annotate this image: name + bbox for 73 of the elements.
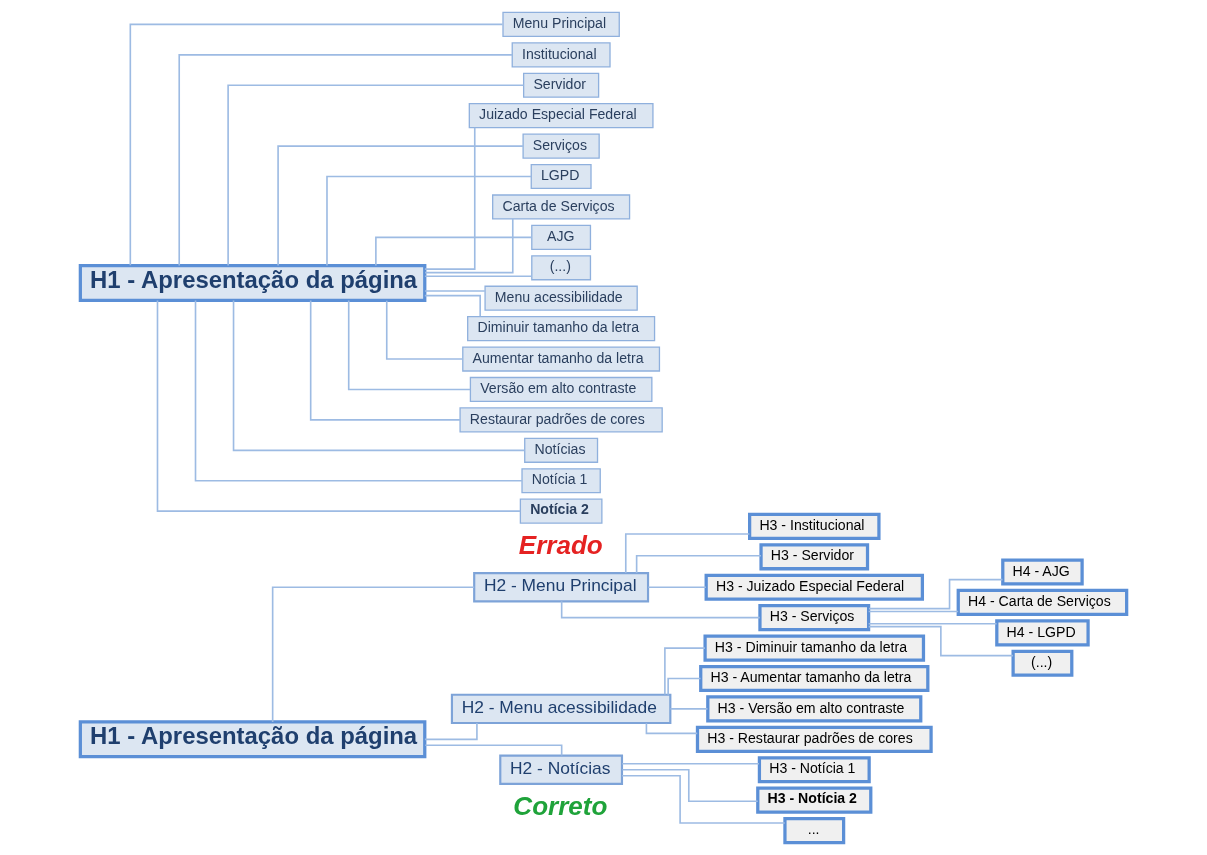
node-box: Servidor (523, 72, 600, 98)
connector (621, 768, 759, 803)
connector (178, 54, 513, 267)
connector (667, 677, 702, 696)
connector (385, 299, 464, 360)
node-box: Juizado Especial Federal (468, 103, 654, 129)
node-box: H4 - Carta de Serviços (956, 588, 1129, 616)
node-box: H2 - Menu acessibilidade (450, 693, 672, 725)
node-box: H3 - Juizado Especial Federal (704, 573, 924, 601)
connector (621, 774, 786, 824)
connector (868, 578, 1004, 610)
connector (156, 299, 521, 512)
node-box: Aumentar tamanho da letra (462, 346, 661, 372)
node-box: H3 - Notícia 2 (756, 786, 873, 814)
connector (309, 299, 461, 421)
connector (424, 126, 476, 270)
node-box: AJG (531, 224, 592, 250)
node-box: (...) (1011, 649, 1074, 677)
connector (647, 586, 707, 589)
node-box: Menu acessibilidade (484, 285, 638, 311)
connector (867, 610, 959, 613)
connector (621, 762, 760, 765)
node-box: (...) (531, 255, 592, 281)
connector (624, 533, 751, 574)
connector (424, 722, 478, 741)
node-box: Notícia 1 (521, 468, 601, 494)
node-box: Serviços (522, 133, 600, 159)
connector (271, 586, 475, 723)
connector (867, 625, 1014, 657)
connector (326, 175, 532, 267)
connector (424, 744, 563, 757)
connector (375, 236, 533, 267)
connector (277, 145, 524, 267)
node-box: H3 - Versão em alto contraste (706, 695, 923, 723)
node-box: Carta de Serviços (492, 194, 631, 220)
node-box: Versão em alto contraste (469, 376, 653, 403)
node-box: H4 - AJG (1001, 558, 1084, 586)
node-box: H4 - LGPD (995, 619, 1090, 647)
connector (424, 275, 533, 277)
connector (645, 722, 699, 735)
label: Errado (518, 529, 603, 560)
connector (867, 623, 998, 625)
connector (669, 708, 709, 710)
node-box: LGPD (530, 163, 592, 190)
node-box: H1 - Apresentação da página (78, 720, 427, 759)
connector (227, 84, 525, 267)
connector (423, 294, 481, 318)
node-box: Restaurar padrões de cores (459, 407, 663, 433)
connector (424, 218, 514, 274)
node-box: H3 - Restaurar padrões de cores (695, 725, 933, 753)
connector (664, 647, 706, 696)
connector (424, 290, 486, 292)
connector (232, 299, 526, 452)
node-box: H3 - Institucional (748, 512, 881, 540)
node-box: H2 - Menu Principal (473, 572, 650, 603)
node-box: H3 - Notícia 1 (757, 756, 871, 784)
node-box: H2 - Notícias (499, 754, 624, 785)
node-box: H3 - Aumentar tamanho da letra (699, 664, 930, 693)
node-box: Notícia 2 (519, 498, 603, 524)
connector (347, 299, 471, 391)
label: Correto (513, 790, 608, 821)
node-box: ... (783, 817, 846, 845)
node-box: Diminuir tamanho da letra (467, 316, 656, 342)
connector (635, 554, 762, 574)
node-box: H3 - Servidor (759, 543, 870, 571)
node-box: H1 - Apresentação da página (78, 264, 427, 302)
node-box: Menu Principal (502, 11, 620, 37)
node-box: H3 - Serviços (758, 604, 871, 632)
node-box: H3 - Diminuir tamanho da letra (703, 634, 926, 662)
connector (129, 23, 504, 267)
node-box: Institucional (511, 42, 611, 68)
connector (194, 299, 523, 482)
node-box: Notícias (524, 437, 599, 463)
